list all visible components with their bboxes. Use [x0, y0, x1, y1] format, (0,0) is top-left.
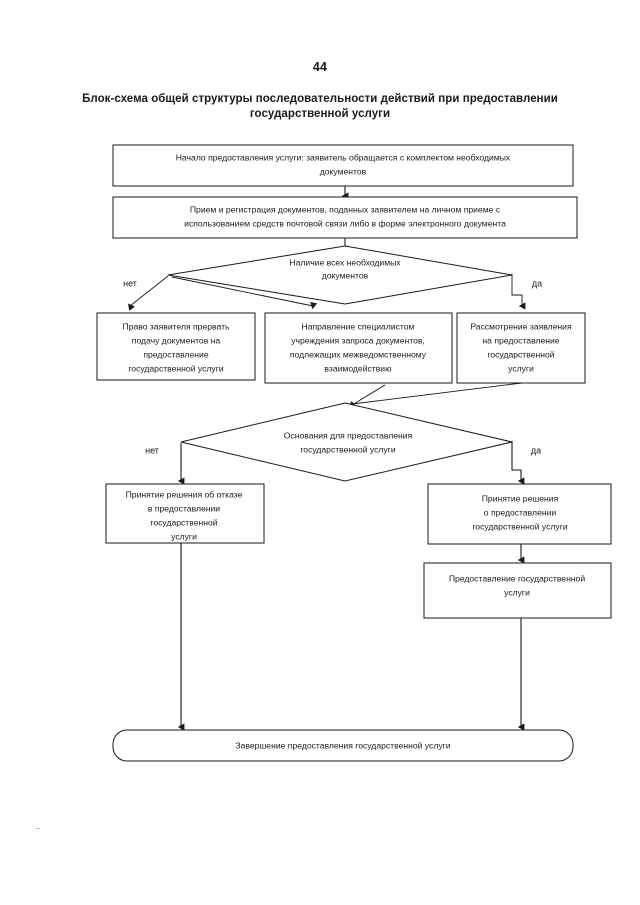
node-application-review: Рассмотрение заявления на предоставление…: [456, 312, 586, 384]
node-refusal-decision-box: [105, 483, 265, 544]
page-title-line-1: Блок-схема общей структуры последователь…: [82, 93, 558, 105]
node-service-provision-box: [423, 562, 612, 619]
node-registration: Прием и регистрация документов, поданных…: [112, 196, 578, 239]
node-start-line-1: Начало предоставления услуги: заявитель …: [176, 152, 511, 162]
edge-decision-grounds-to-grant-decision: [511, 441, 525, 485]
edge-decision-documents-to-application-review: [511, 274, 526, 310]
node-interagency-request: Направление специалистом учреждения запр…: [264, 312, 453, 384]
node-decision-documents-diamond: [167, 245, 513, 305]
node-application-review-line-2: на предоставление: [482, 335, 559, 345]
node-completion: Завершение предоставления государственно…: [112, 729, 574, 762]
node-decision-grounds-diamond: [180, 402, 513, 482]
branch-label-yes-documents: да: [532, 278, 542, 288]
node-grant-decision-line-3: государственной услуги: [472, 521, 567, 531]
node-interrupt-right-line-3: предоставление: [143, 349, 208, 359]
node-service-provision: Предоставление государственной услуги: [423, 562, 612, 619]
node-refusal-decision-line-3: государственной: [150, 517, 217, 527]
page-number: 44: [312, 60, 328, 74]
node-interagency-request-box: [264, 312, 453, 384]
edge-decision-documents-to-interagency-request: [171, 276, 318, 310]
node-grant-decision-box: [427, 483, 612, 545]
edge-application-review-to-decision-grounds: [348, 382, 523, 408]
node-interrupt-right-box: [96, 312, 256, 381]
node-decision-documents-line-1: Наличие всех необходимых: [289, 257, 401, 267]
page-title-line-2: государственной услуги: [249, 108, 391, 120]
node-grant-decision: Принятие решения о предоставлении госуда…: [427, 483, 612, 545]
node-registration-line-2: использованием средств почтовой связи ли…: [184, 218, 506, 228]
node-service-provision-line-2: услуги: [504, 587, 530, 597]
page-title: Блок-схема общей структуры последователь…: [64, 92, 576, 122]
node-registration-box: [112, 196, 578, 239]
branch-label-no-grounds: нет: [145, 445, 159, 455]
node-completion-line-1: Завершение предоставления государственно…: [235, 740, 450, 750]
node-refusal-decision-line-1: Принятие решения об отказе: [126, 489, 243, 499]
node-interrupt-right: Право заявителя прервать подачу документ…: [96, 312, 256, 381]
node-application-review-line-1: Рассмотрение заявления: [470, 321, 572, 331]
node-interagency-request-line-2: учреждения запроса документов,: [291, 335, 425, 345]
edge-interagency-request-to-decision-grounds: [350, 384, 386, 410]
node-interagency-request-line-4: взаимодействию: [324, 363, 392, 373]
node-refusal-decision: Принятие решения об отказе в предоставле…: [105, 483, 265, 544]
node-grant-decision-line-2: о предоставлении: [484, 507, 557, 517]
node-decision-documents-line-2: документов: [322, 270, 369, 280]
node-registration-line-1: Прием и регистрация документов, поданных…: [190, 204, 501, 214]
page-edge-mark: [36, 828, 40, 829]
node-start: Начало предоставления услуги: заявитель …: [112, 144, 574, 187]
node-start-line-2: документов: [320, 166, 367, 176]
node-interagency-request-line-1: Направление специалистом: [302, 321, 415, 331]
node-interrupt-right-line-4: государственной услуги: [128, 363, 223, 373]
node-decision-documents: Наличие всех необходимых документов: [167, 245, 513, 305]
node-completion-box: [112, 729, 574, 762]
node-application-review-box: [456, 312, 586, 384]
node-decision-grounds: Основания для предоставления государстве…: [180, 402, 513, 482]
node-decision-grounds-line-2: государственной услуги: [300, 444, 395, 454]
node-interrupt-right-line-2: подачу документов на: [132, 335, 221, 345]
node-interrupt-right-line-1: Право заявителя прервать: [123, 321, 230, 331]
node-start-box: [112, 144, 574, 187]
node-service-provision-line-1: Предоставление государственной: [449, 573, 585, 583]
connector-layer: [128, 186, 526, 731]
node-decision-grounds-line-1: Основания для предоставления: [284, 430, 413, 440]
branch-label-no-documents: нет: [123, 278, 137, 288]
node-refusal-decision-line-2: в предоставлении: [148, 503, 220, 513]
branch-label-yes-grounds: да: [531, 445, 541, 455]
node-grant-decision-line-1: Принятие решения: [482, 493, 559, 503]
edge-decision-documents-to-interrupt-right: [128, 275, 169, 311]
node-refusal-decision-line-4: услуги: [171, 531, 197, 541]
node-interagency-request-line-3: подлежащих межведомственному: [290, 349, 427, 359]
node-application-review-line-3: государственной: [487, 349, 554, 359]
node-application-review-line-4: услуги: [508, 363, 534, 373]
